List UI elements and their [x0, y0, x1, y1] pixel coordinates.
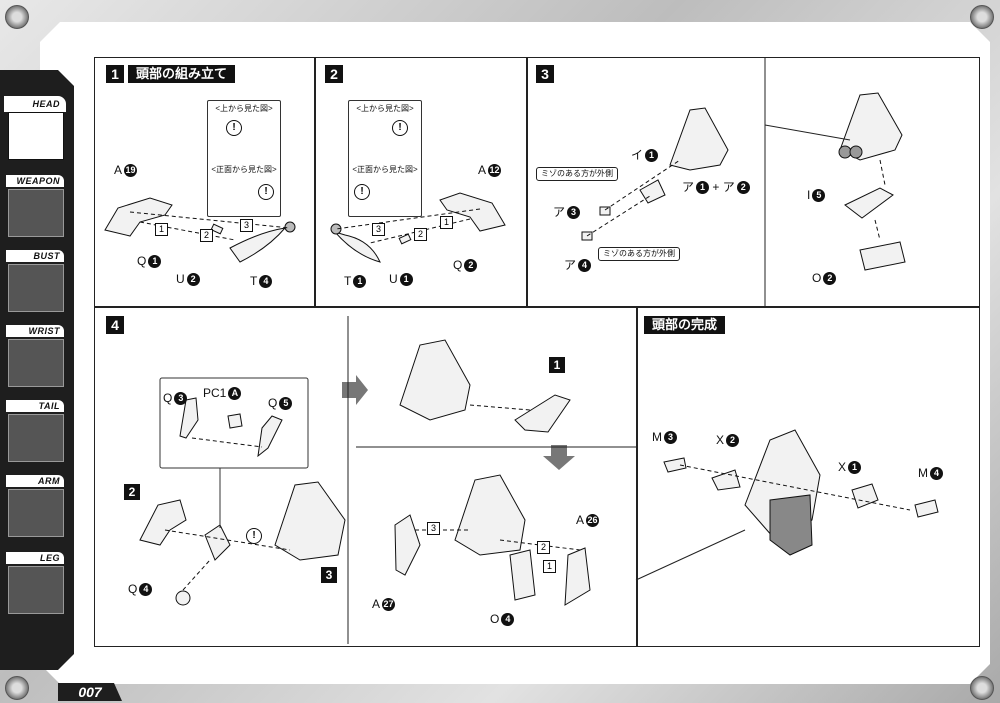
divider: [636, 306, 638, 646]
divider: [314, 57, 316, 307]
divider: [94, 306, 979, 308]
wrist-thumbnail-icon: [8, 339, 64, 387]
caution-icon: !: [226, 120, 242, 136]
view-callout: <上から見た図> <正面から見た図>: [207, 100, 281, 217]
tail-thumbnail-icon: [8, 414, 64, 462]
screw-icon: [970, 5, 994, 29]
sidebar-item-label: BUST: [6, 250, 64, 262]
screw-icon: [5, 676, 29, 700]
step-title: 頭部の組み立て: [128, 65, 236, 83]
sidebar-item-label: LEG: [6, 552, 64, 564]
groove-note: ミゾのある方が外側: [536, 167, 618, 181]
step-number: 4: [106, 316, 124, 334]
callout-title: <正面から見た図>: [211, 165, 277, 174]
sequence-marker: 1: [543, 560, 556, 573]
screw-icon: [970, 676, 994, 700]
caution-icon: !: [246, 528, 262, 544]
sidebar-item-label: HEAD: [6, 98, 64, 110]
bust-thumbnail-icon: [8, 264, 64, 312]
sidebar-item-weapon[interactable]: WEAPON: [6, 175, 64, 237]
divider: [526, 57, 528, 307]
leg-thumbnail-icon: [8, 566, 64, 614]
sequence-marker: 3: [372, 223, 385, 236]
weapon-thumbnail-icon: [8, 189, 64, 237]
assembly-ref: 1: [549, 357, 565, 373]
caution-icon: !: [258, 184, 274, 200]
sidebar-item-tail[interactable]: TAIL: [6, 400, 64, 462]
sidebar-item-bust[interactable]: BUST: [6, 250, 64, 312]
complete-title: 頭部の完成: [644, 316, 726, 334]
sequence-marker: 2: [537, 541, 550, 554]
step-number: 1: [106, 65, 124, 83]
assembly-ref: 2: [124, 484, 140, 500]
step-number: 2: [325, 65, 343, 83]
page-number: 007: [58, 683, 122, 701]
caution-icon: !: [392, 120, 408, 136]
assembly-ref: 3: [321, 567, 337, 583]
sidebar-item-label: WRIST: [6, 325, 64, 337]
sequence-marker: 1: [155, 223, 168, 236]
screw-icon: [5, 5, 29, 29]
sidebar-item-wrist[interactable]: WRIST: [6, 325, 64, 387]
sequence-marker: 1: [440, 216, 453, 229]
groove-note: ミゾのある方が外側: [598, 247, 680, 261]
sequence-marker: 2: [414, 228, 427, 241]
sidebar-item-label: ARM: [6, 475, 64, 487]
sequence-marker: 3: [240, 219, 253, 232]
arm-thumbnail-icon: [8, 489, 64, 537]
sequence-marker: 2: [200, 229, 213, 242]
callout-title: <上から見た図>: [356, 104, 414, 113]
view-callout: <上から見た図> <正面から見た図>: [348, 100, 422, 217]
sidebar-item-label: WEAPON: [6, 175, 64, 187]
callout-title: <上から見た図>: [215, 104, 273, 113]
head-thumbnail-icon: [8, 112, 64, 160]
sidebar-item-leg[interactable]: LEG: [6, 552, 64, 614]
sequence-marker: 3: [427, 522, 440, 535]
step-number: 3: [536, 65, 554, 83]
callout-title: <正面から見た図>: [352, 165, 418, 174]
caution-icon: !: [354, 184, 370, 200]
sidebar-item-arm[interactable]: ARM: [6, 475, 64, 537]
sidebar-item-head[interactable]: HEAD: [6, 98, 64, 160]
sidebar-item-label: TAIL: [6, 400, 64, 412]
